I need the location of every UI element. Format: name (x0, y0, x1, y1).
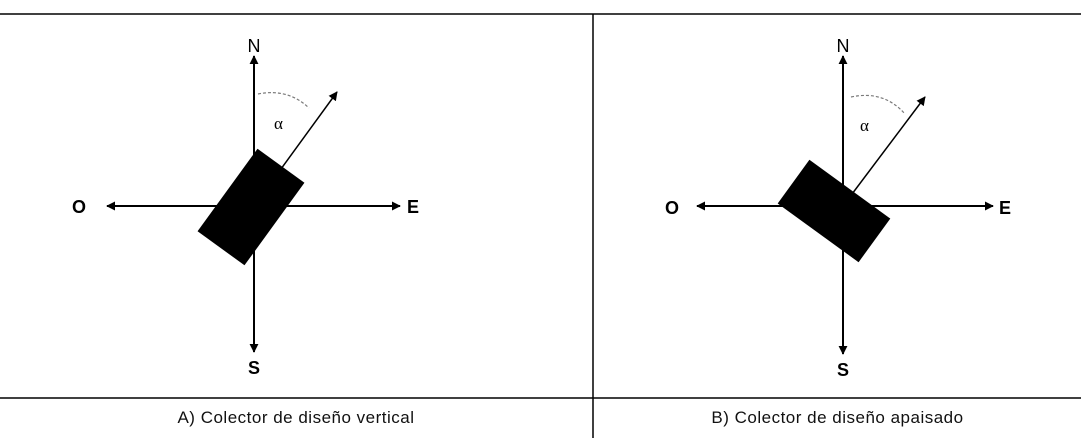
west-label: O (665, 198, 679, 218)
collector-panel (197, 148, 305, 266)
south-label: S (837, 360, 849, 380)
north-label: N (248, 36, 261, 56)
caption-panel-b: B) Colector de diseño apaisado (711, 408, 964, 427)
caption-panel-a: A) Colector de diseño vertical (177, 408, 415, 427)
angle-label: α (860, 116, 869, 135)
panel-a-diagram: N S E O α (72, 36, 419, 378)
north-label: N (837, 36, 850, 56)
west-label: O (72, 197, 86, 217)
east-label: E (407, 197, 419, 217)
azimuth-arrow (842, 96, 926, 207)
angle-arc (257, 92, 310, 109)
angle-label: α (274, 114, 283, 133)
east-label: E (999, 198, 1011, 218)
south-label: S (248, 358, 260, 378)
collector-panel (777, 159, 891, 263)
angle-arc (850, 94, 906, 115)
panel-b-diagram: N S E O α (665, 36, 1011, 380)
